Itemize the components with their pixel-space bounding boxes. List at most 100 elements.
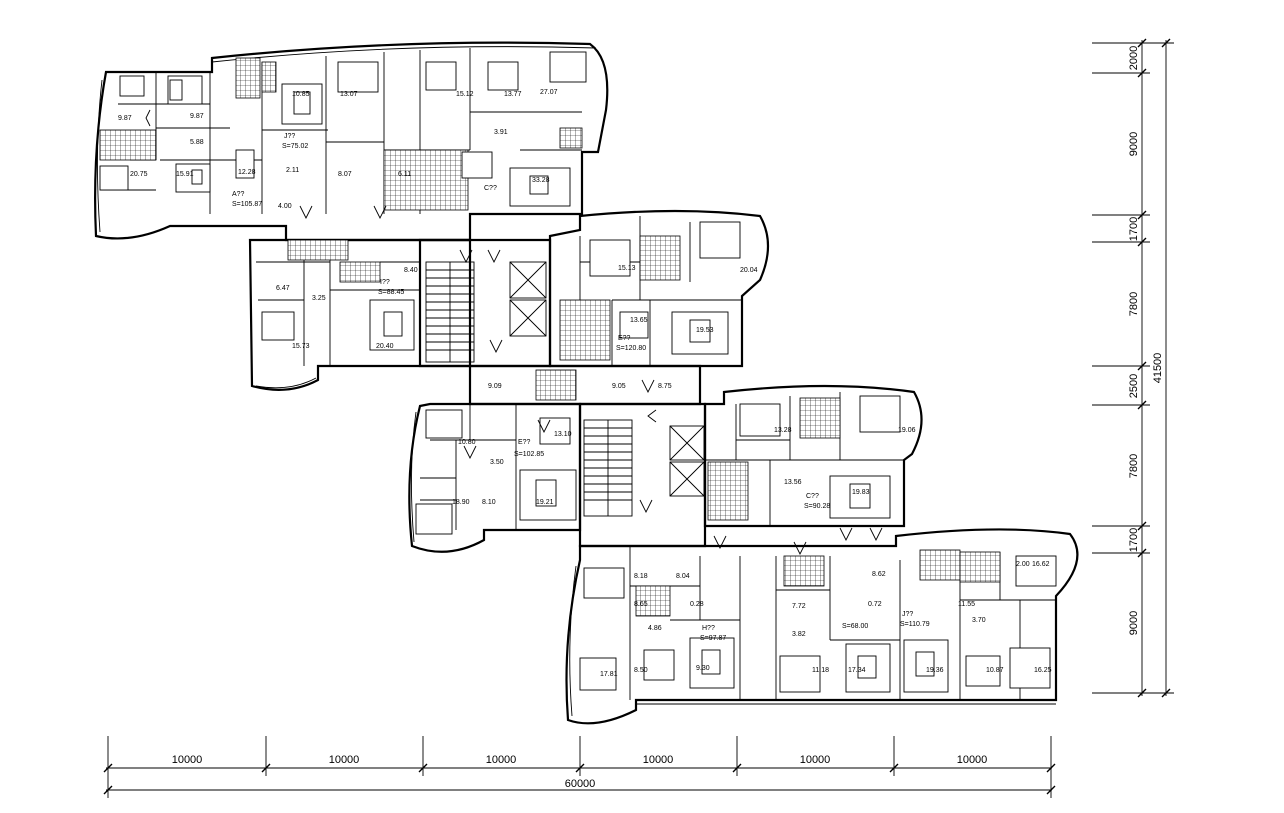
room-label: 13.77 <box>504 91 522 98</box>
room-label: 8.07 <box>338 171 352 178</box>
dimension-label: 7800 <box>1128 292 1140 316</box>
room-label: 18.90 <box>452 499 470 506</box>
room-label: 4.86 <box>648 625 662 632</box>
dimension-label: 9000 <box>1128 611 1140 635</box>
dimension-total-label: 60000 <box>565 778 596 790</box>
room-label: S=75.02 <box>282 143 308 150</box>
room-label: 3.50 <box>490 459 504 466</box>
room-label: 10.87 <box>986 667 1004 674</box>
room-label: 17.81 <box>600 671 618 678</box>
room-label: 15.73 <box>292 343 310 350</box>
room-label: S=90.28 <box>804 503 830 510</box>
dimension-total-label: 41500 <box>1152 353 1164 384</box>
room-label: E?? <box>518 439 531 446</box>
room-label: 19.21 <box>536 499 554 506</box>
room-label: 20.04 <box>740 267 758 274</box>
room-label: I?? <box>380 279 390 286</box>
room-label: 7.72 <box>792 603 806 610</box>
dimension-label: 9000 <box>1128 132 1140 156</box>
room-label: 9.09 <box>488 383 502 390</box>
building-walls <box>94 41 1079 725</box>
dimension-label: 10000 <box>172 754 203 766</box>
room-label: 20.40 <box>376 343 394 350</box>
room-label: 2.00 <box>1016 561 1030 568</box>
room-label: 11.18 <box>812 667 829 674</box>
room-label: 13.56 <box>784 479 802 486</box>
room-label: 8.75 <box>658 383 672 390</box>
room-label: 3.25 <box>312 295 326 302</box>
right-dimension-chain: 2000 9000 1700 7800 2500 7800 1700 9000 … <box>1092 38 1174 698</box>
room-label: E?? <box>618 335 631 342</box>
room-label: 0.28 <box>690 601 704 608</box>
room-label: 4.00 <box>278 203 292 210</box>
room-label: 9.05 <box>612 383 626 390</box>
room-label: H?? <box>702 625 715 632</box>
room-label: 13.07 <box>340 91 358 98</box>
room-label: 9.87 <box>190 113 204 120</box>
room-labels: 9.87 9.87 5.88 12.28 15.91 20.75 A?? S=1… <box>118 89 1052 678</box>
room-label: 8.65 <box>634 601 648 608</box>
room-label: 13.10 <box>554 431 572 438</box>
room-label: 15.12 <box>456 91 474 98</box>
room-label: 3.91 <box>494 129 508 136</box>
room-label: 19.83 <box>852 489 870 496</box>
room-label: 8.04 <box>676 573 690 580</box>
room-label: 9.87 <box>118 115 132 122</box>
room-label: 16.25 <box>1034 667 1052 674</box>
room-label: 8.10 <box>482 499 496 506</box>
room-label: 3.70 <box>972 617 986 624</box>
room-label: 2.11 <box>286 167 299 174</box>
door-marks <box>145 109 883 556</box>
room-label: 3.82 <box>792 631 806 638</box>
room-label: 11.55 <box>958 601 975 608</box>
dimension-label: 2500 <box>1128 374 1140 398</box>
room-label: 8.40 <box>404 267 418 274</box>
dimension-label: 10000 <box>957 754 988 766</box>
room-label: 17.34 <box>848 667 866 674</box>
room-label: 6.47 <box>276 285 290 292</box>
room-label: 5.88 <box>190 139 204 146</box>
bottom-dimension-chain: 10000 10000 10000 10000 10000 10000 6000… <box>103 736 1056 798</box>
room-label: 6.11 <box>398 171 411 178</box>
room-label: 19.36 <box>926 667 944 674</box>
room-label: 8.50 <box>634 667 648 674</box>
dimension-label: 1700 <box>1128 217 1140 241</box>
dimension-label: 10000 <box>486 754 517 766</box>
dimension-label: 1700 <box>1128 528 1140 552</box>
room-label: S=105.87 <box>232 201 262 208</box>
room-label: A?? <box>232 191 245 198</box>
interior-walls <box>100 48 1056 700</box>
room-label: 27.07 <box>540 89 558 96</box>
stair-core <box>425 261 705 517</box>
room-label: J?? <box>902 611 913 618</box>
dimension-label: 10000 <box>643 754 674 766</box>
room-label: S=120.80 <box>616 345 646 352</box>
dimension-label: 10000 <box>800 754 831 766</box>
room-label: 15.13 <box>618 265 636 272</box>
room-label: 13.28 <box>774 427 792 434</box>
room-label: S=97.87 <box>700 635 726 642</box>
room-label: S=102.85 <box>514 451 544 458</box>
room-label: S=110.79 <box>900 621 930 628</box>
room-label: 0.72 <box>868 601 882 608</box>
room-label: 15.91 <box>176 171 194 178</box>
room-label: S=88.45 <box>378 289 404 296</box>
room-label: 33.28 <box>532 177 550 184</box>
furniture <box>99 51 1057 693</box>
room-label: C?? <box>806 493 819 500</box>
dimension-label: 2000 <box>1128 46 1140 70</box>
room-label: 10.80 <box>458 439 476 446</box>
room-label: C?? <box>484 185 497 192</box>
room-label: 9.30 <box>696 665 710 672</box>
room-label: J?? <box>284 133 295 140</box>
room-label: 8.62 <box>872 571 886 578</box>
room-label: 13.65 <box>630 317 648 324</box>
room-label: 20.75 <box>130 171 148 178</box>
room-label: 19.53 <box>696 327 714 334</box>
room-label: 19.06 <box>898 427 916 434</box>
room-label: 16.62 <box>1032 561 1050 568</box>
dimension-label: 7800 <box>1128 454 1140 478</box>
tiled-areas <box>99 57 1001 617</box>
room-label: S=68.00 <box>842 623 868 630</box>
